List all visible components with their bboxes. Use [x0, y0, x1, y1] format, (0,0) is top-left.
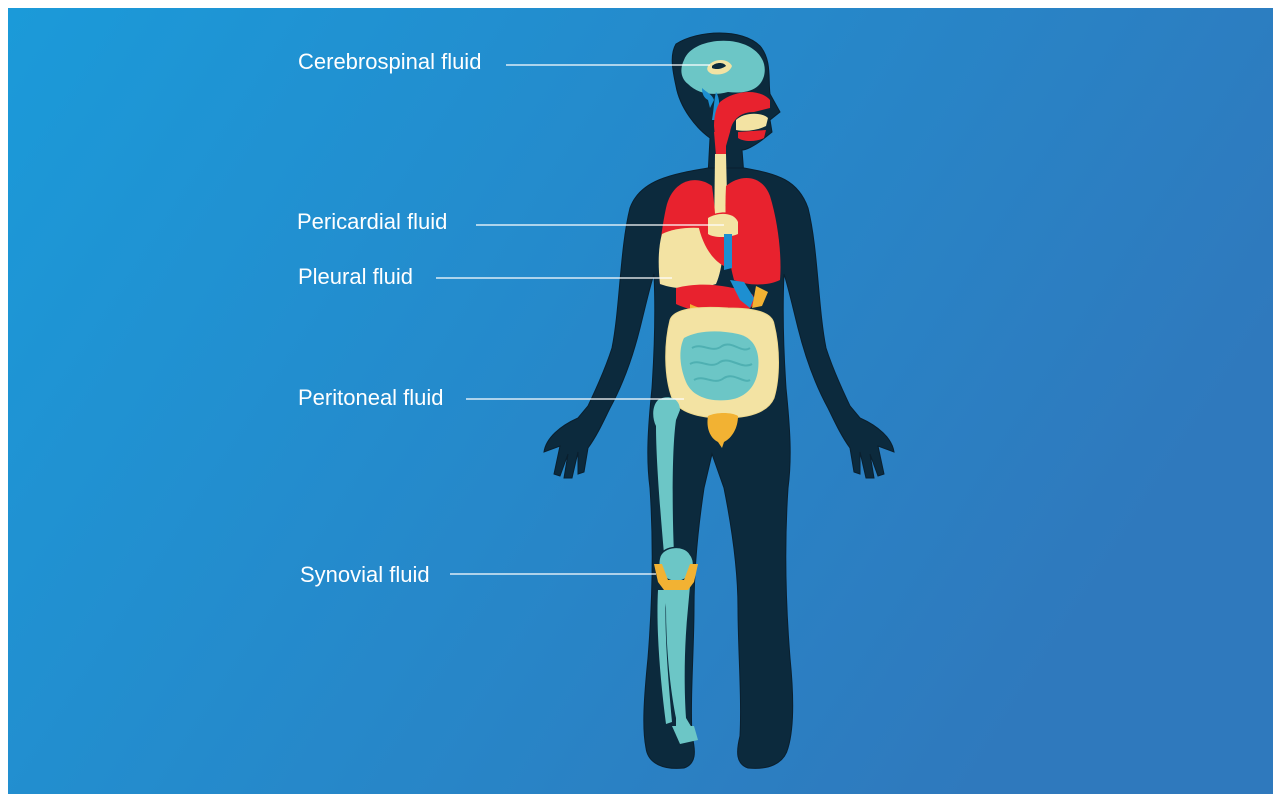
pleural-fluid-label: Pleural fluid — [298, 264, 413, 289]
diagram-canvas: Cerebrospinal fluid Pericardial fluid Pl… — [8, 8, 1273, 794]
synovial-fluid-label: Synovial fluid — [300, 562, 430, 587]
cerebrospinal-fluid-label: Cerebrospinal fluid — [298, 49, 481, 74]
pericardial-fluid-label: Pericardial fluid — [297, 209, 447, 234]
peritoneal-fluid-label: Peritoneal fluid — [298, 385, 444, 410]
background — [8, 8, 1273, 794]
body-fluids-diagram: Cerebrospinal fluid Pericardial fluid Pl… — [8, 8, 1273, 794]
